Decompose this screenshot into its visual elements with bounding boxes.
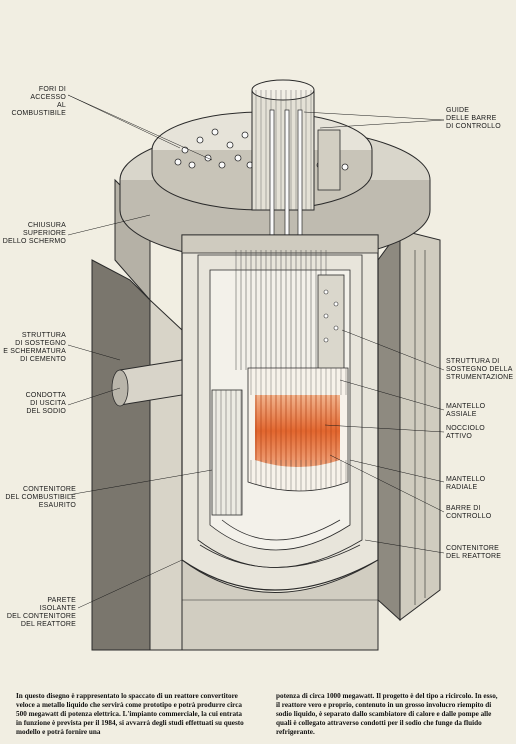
active-core xyxy=(247,367,349,492)
label-control-rods: BARRE DI CONTROLLO xyxy=(446,505,492,520)
label-instrumentation-support: STRUTTURA DI SOSTEGNO DELLA STRUMENTAZIO… xyxy=(446,358,514,381)
caption-left-column: In questo disegno è rappresentato lo spa… xyxy=(16,692,244,736)
leader-lines xyxy=(67,94,445,609)
sodium-outlet-duct xyxy=(111,359,183,407)
label-control-rod-guides: GUIDE DELLE BARRE DI CONTROLLO xyxy=(446,107,501,130)
label-reactor-vessel: CONTENITORE DEL REATTORE xyxy=(446,545,502,560)
reactor-cutaway-diagram xyxy=(67,79,445,651)
concrete-structure xyxy=(91,178,183,651)
lower-plenum xyxy=(181,519,379,651)
label-active-core: NOCCIOLO ATTIVO xyxy=(446,425,485,440)
spent-fuel-storage xyxy=(211,389,243,516)
caption-right-column: potenza di circa 1000 megawatt. Il proge… xyxy=(276,692,498,736)
label-axial-blanket: MANTELLO ASSIALE xyxy=(446,403,486,418)
figure-caption: In questo disegno è rappresentato lo spa… xyxy=(0,692,516,744)
label-sodium-outlet-duct: CONDOTTA DI USCITA DEL SODIO xyxy=(25,392,66,415)
label-concrete-support-structure: STRUTTURA DI SOSTEGNO E SCHERMATURA DI C… xyxy=(3,332,66,363)
label-upper-shield-closure: CHIUSURA SUPERIORE DELLO SCHERMO xyxy=(2,222,66,245)
label-radial-blanket: MANTELLO RADIALE xyxy=(446,476,486,491)
label-spent-fuel-container: CONTENITORE DEL COMBUSTIBILE ESAURITO xyxy=(5,486,76,509)
concrete-structure-right xyxy=(377,228,441,622)
label-fuel-access-holes: FORI DI ACCESSO AL COMBUSTIBILE xyxy=(11,86,66,117)
label-insulating-wall: PARETE ISOLANTE DEL CONTENITORE DEL REAT… xyxy=(6,597,76,628)
